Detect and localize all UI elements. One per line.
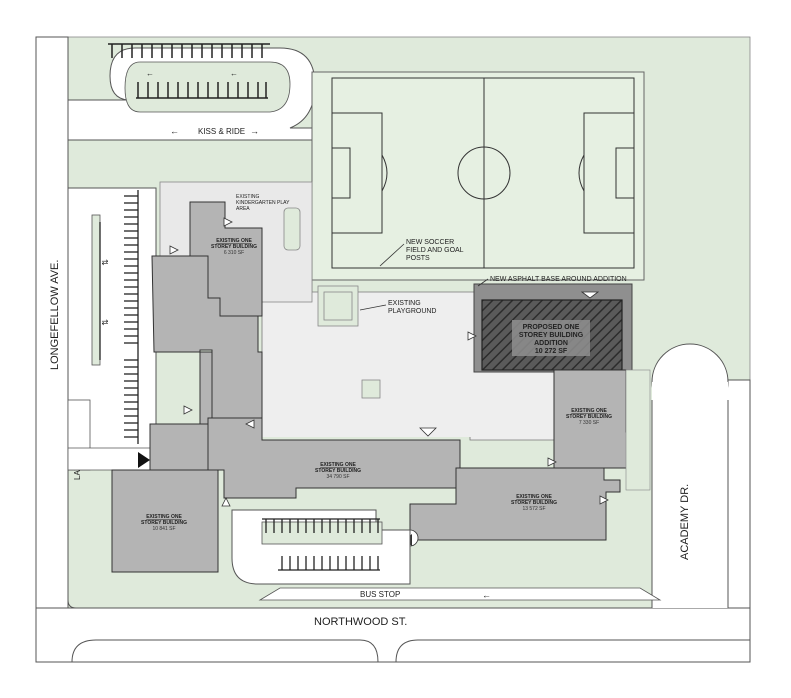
kindergarten-label-3: AREA xyxy=(236,206,250,212)
entrance-triangle-icon xyxy=(547,457,557,467)
center-label-2: STOREY BUILDING xyxy=(315,468,361,474)
west-parking-stalls xyxy=(99,190,139,444)
southwest-label-1: EXISTING ONE xyxy=(146,514,182,520)
addition-area: 10 272 SF xyxy=(535,348,568,355)
northwood-road xyxy=(35,607,751,663)
arrow-left-icon: ← xyxy=(482,590,491,600)
arrow-right-icon: → xyxy=(250,126,259,136)
soccer-label-1: NEW SOCCER xyxy=(406,239,454,246)
entrance-triangle-icon xyxy=(467,331,477,341)
small-square xyxy=(361,379,381,399)
entrance-triangle-icon xyxy=(223,217,233,227)
south-parking-lot xyxy=(231,509,411,585)
center-area: 34 790 SF xyxy=(326,474,349,480)
asphalt-label: NEW ASPHALT BASE AROUND ADDITION xyxy=(490,276,627,283)
northwood-st-label: NORTHWOOD ST. xyxy=(314,616,407,628)
bus-stop-bay xyxy=(258,587,662,601)
entrance-triangle-icon xyxy=(245,419,255,429)
center-label-1: EXISTING ONE xyxy=(320,462,356,468)
arrow-left-icon: ← xyxy=(230,69,238,78)
longefellow-road xyxy=(35,36,69,663)
kindergarten-label-1: EXISTING xyxy=(236,194,259,200)
playground-label-1: EXISTING xyxy=(388,300,421,307)
arrow-left-icon: ← xyxy=(146,69,154,78)
east-label-2: STOREY BUILDING xyxy=(566,414,612,420)
kindergarten-label-2: KINDERGARTEN PLAY xyxy=(236,200,290,206)
academy-dr-label: ACADEMY DR. xyxy=(679,484,691,560)
soccer-label-2: FIELD AND GOAL xyxy=(406,247,464,254)
southwest-label-2: STOREY BUILDING xyxy=(141,520,187,526)
addition-label-3: ADDITION xyxy=(534,340,568,347)
arrow-left-icon: ⇅ xyxy=(100,319,109,326)
soccer-field-area xyxy=(311,71,645,281)
entrance-triangle-icon xyxy=(419,427,437,437)
north-wing-area: 6 310 SF xyxy=(224,250,244,256)
southeast-area: 13 572 SF xyxy=(522,506,545,512)
kiss-ride-stalls xyxy=(108,43,270,99)
southeast-label-2: STOREY BUILDING xyxy=(511,500,557,506)
north-wing-label-1: EXISTING ONE xyxy=(216,238,252,244)
arrow-left-icon: ⇅ xyxy=(100,259,109,266)
soccer-label-3: POSTS xyxy=(406,255,430,262)
entrance-markers xyxy=(169,217,609,507)
southwest-area: 10 841 SF xyxy=(152,526,175,532)
north-wing-label-2: STOREY BUILDING xyxy=(211,244,257,250)
playground-label-2: PLAYGROUND xyxy=(388,308,437,315)
south-parking-stalls xyxy=(262,518,380,571)
addition-label-2: STOREY BUILDING xyxy=(519,332,584,339)
entrance-triangle-icon xyxy=(221,497,231,507)
entrance-triangle-icon xyxy=(580,291,600,299)
east-label-1: EXISTING ONE xyxy=(571,408,607,414)
bus-stop-label: BUS STOP xyxy=(360,590,400,599)
entrance-triangle-icon xyxy=(169,245,179,255)
arrow-left-icon: ← xyxy=(170,126,179,136)
existing-playground xyxy=(317,285,359,327)
existing-buildings xyxy=(111,201,631,573)
addition-label-1: PROPOSED ONE xyxy=(523,324,580,331)
entrance-triangle-icon xyxy=(183,405,193,415)
main-entrance-icon xyxy=(138,452,150,468)
east-area: 7 330 SF xyxy=(579,420,599,426)
entrance-triangle-icon xyxy=(599,495,609,505)
soccer-field xyxy=(331,77,635,269)
kiss-ride-label: KISS & RIDE xyxy=(198,127,245,136)
longefellow-ave-label: LONGEFELLOW AVE. xyxy=(49,260,61,370)
southeast-label-1: EXISTING ONE xyxy=(516,494,552,500)
